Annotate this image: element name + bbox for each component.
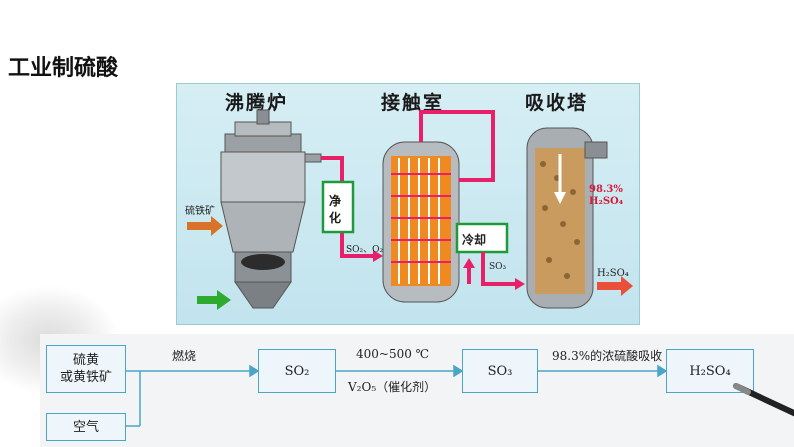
product-label: H₂SO₄ (597, 268, 629, 279)
so2-box: SO₂ (258, 349, 336, 393)
process-illustration: 沸腾炉 接触室 吸收塔 (176, 83, 640, 325)
ore-label: 硫铁矿 (185, 206, 215, 217)
ore-inlet-arrow (187, 216, 223, 236)
contact-chamber (382, 141, 460, 303)
stage-label-contact-chamber: 接触室 (381, 92, 445, 114)
pen-icon (733, 383, 794, 417)
raw-material-box: 硫黄 或黄铁矿 (46, 345, 126, 393)
so3-label: SO₃ (489, 262, 507, 272)
step3-label: 98.3%的浓硫酸吸收 (552, 349, 663, 363)
step2-catalyst-label: V₂O₅（催化剂） (348, 380, 437, 394)
acid-concentration-label: 98.3% (589, 184, 623, 195)
product-arrow (597, 276, 633, 296)
air-inlet-arrow (197, 290, 231, 310)
so3-box: SO₃ (462, 349, 538, 393)
acid-name-label: H₂SO₄ (589, 196, 624, 207)
page-title: 工业制硫酸 (8, 56, 119, 81)
step1-label: 燃烧 (172, 349, 197, 363)
gas-label: SO₂、O₂ (346, 245, 384, 255)
boiling-furnace (220, 109, 322, 309)
absorption-tower (526, 127, 608, 309)
purify-label: 净化 (329, 194, 342, 225)
air-box: 空气 (46, 413, 126, 441)
equipment-drawing (187, 109, 633, 310)
step2-temperature-label: 400~500 ℃ (356, 347, 430, 361)
cool-label: 冷却 (462, 233, 487, 247)
stage-label-furnace: 沸腾炉 (225, 92, 289, 114)
product-box: H₂SO₄ (666, 349, 754, 393)
stage-label-absorption-tower: 吸收塔 (525, 92, 589, 114)
